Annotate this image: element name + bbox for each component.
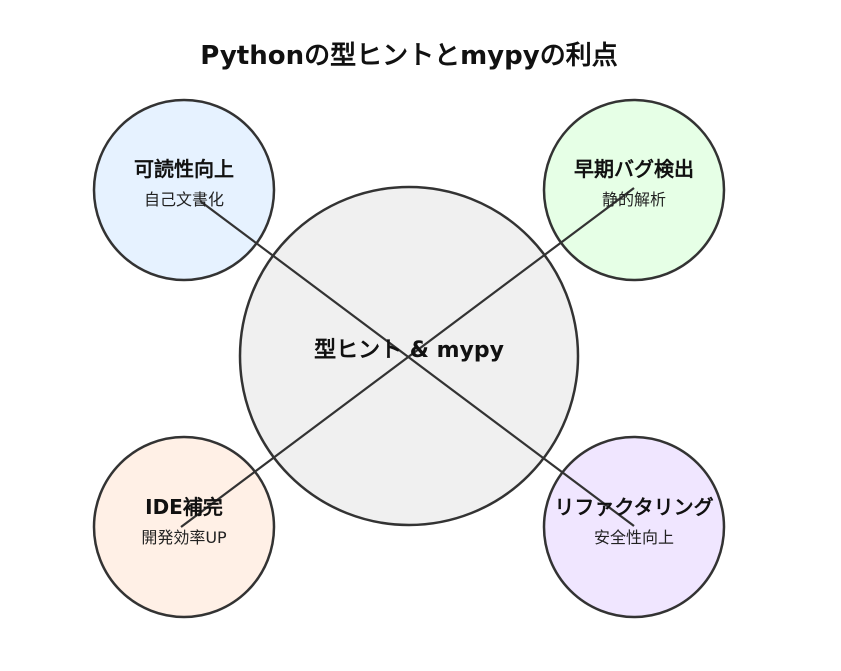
top-right-circle: [542, 98, 726, 282]
bottom-right-circle: [542, 435, 726, 619]
connector-line-top-left-to-bottom-right: [199, 200, 635, 527]
ide-completion-subtitle: 開発効率UP: [141, 528, 227, 547]
readability-title: 可読性向上: [134, 157, 234, 181]
diagram-title: Pythonの型ヒントとmypyの利点: [200, 40, 617, 71]
top-left-circle: [92, 98, 276, 282]
refactoring-subtitle: 安全性向上: [594, 528, 674, 547]
refactoring-title: リファクタリング: [554, 495, 713, 519]
readability-subtitle: 自己文書化: [144, 190, 224, 209]
center-label: 型ヒント & mypy: [314, 338, 504, 363]
connector-line-top-right-to-bottom-left: [180, 187, 635, 528]
early-bug-detection-subtitle: 静的解析: [602, 190, 666, 209]
bottom-left-circle: [92, 435, 276, 619]
early-bug-detection-title: 早期バグ検出: [574, 157, 694, 181]
ide-completion-title: IDE補完: [145, 495, 223, 519]
